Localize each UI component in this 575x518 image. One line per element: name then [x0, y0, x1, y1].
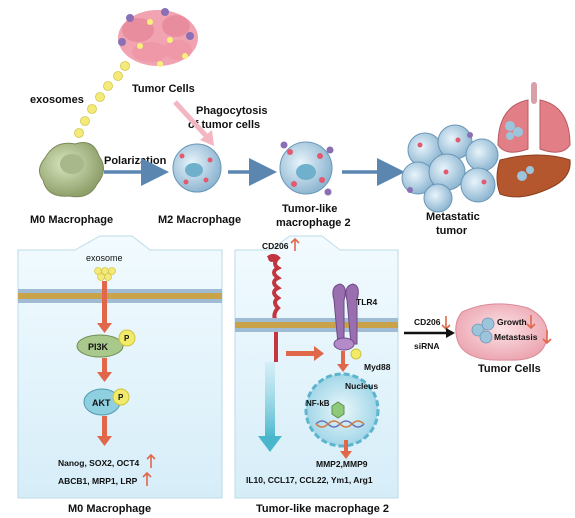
akt-protein — [83, 388, 130, 416]
exosome-cluster-icon — [94, 267, 116, 281]
pi3k-label: PI3K — [88, 342, 109, 352]
m2-macrophage-cell — [172, 143, 222, 193]
dna-helix — [315, 420, 365, 428]
nucleus-to-mmp-arrow — [340, 440, 352, 459]
mmp-label: MMP2,MMP9 — [316, 459, 368, 469]
metastasis-label: Metastasis — [494, 332, 538, 342]
cytokines-label: IL10, CCL17, CCL22, Ym1, Arg1 — [246, 475, 373, 485]
downstream-fade-arrow — [258, 362, 282, 452]
cd206-up-icon — [290, 237, 300, 251]
lungs-image — [497, 82, 571, 153]
myd88-label: Myd88 — [364, 362, 391, 372]
phagocytosis-label-line1: Phagocytosis — [196, 105, 268, 117]
tumor-like-macrophage-cell — [279, 141, 334, 196]
downregulation-icons — [526, 315, 552, 345]
polarization-label: Polarization — [104, 155, 167, 167]
nfkb-label: NF-kB — [306, 399, 330, 408]
pi3k-phospho-label: P — [124, 334, 130, 343]
tlr4-label: TLR4 — [356, 297, 378, 307]
tlm-label-line1: Tumor-like — [282, 203, 337, 215]
side-cd206-label: CD206 — [414, 317, 441, 327]
metastatic-label-line2: tumor — [436, 225, 468, 237]
sirna-label: siRNA — [414, 341, 440, 351]
genes-line2: ABCB1, MRP1, LRP — [58, 476, 138, 486]
cd206-receptor-label: CD206 — [262, 241, 289, 251]
phagocytosis-arrow — [173, 100, 214, 146]
exosome-trail — [74, 61, 130, 138]
left-panel-caption: M0 Macrophage — [68, 503, 151, 515]
tumor-cells-label: Tumor Cells — [132, 83, 195, 95]
right-cell-membrane — [235, 318, 398, 332]
side-tumor-cells-label: Tumor Cells — [478, 363, 541, 375]
nfkb-protein — [331, 401, 345, 419]
tlm-label-line2: macrophage 2 — [276, 217, 351, 229]
left-cell-membrane — [18, 289, 222, 303]
genes-line1: Nanog, SOX2, OCT4 — [58, 458, 140, 468]
m2-macrophage-label: M2 Macrophage — [158, 214, 241, 226]
akt-label: AKT — [92, 398, 111, 408]
m0-macrophage-cell — [39, 142, 104, 198]
sirna-arrow — [404, 328, 455, 338]
exosome-label: exosome — [86, 253, 123, 263]
cd206-down-icon — [441, 316, 451, 331]
tumor-cells-blob — [455, 303, 548, 361]
growth-label: Growth — [497, 317, 527, 327]
cd206-to-tlr4-arrow — [286, 346, 324, 361]
tumor-cluster-image — [118, 8, 198, 67]
tlr4-to-nucleus-arrow — [337, 351, 349, 372]
exosomes-label: exosomes — [30, 94, 84, 106]
nucleus-label: Nucleus — [345, 381, 378, 391]
metastatic-tumor-cluster — [401, 124, 499, 213]
left-signaling-arrows — [97, 281, 112, 446]
m0-macrophage-label: M0 Macrophage — [30, 214, 113, 226]
liver-image — [496, 154, 571, 198]
cd206-receptor — [266, 254, 282, 362]
pi3k-protein — [76, 329, 136, 358]
phagocytosis-label-line2: of tumor cells — [188, 119, 260, 131]
metastatic-label-line1: Metastatic — [426, 211, 480, 223]
akt-phospho-label: P — [118, 393, 124, 402]
upregulation-icons-left — [142, 453, 156, 486]
tlr4-receptor — [332, 283, 362, 360]
right-panel-caption: Tumor-like macrophage 2 — [256, 503, 389, 515]
